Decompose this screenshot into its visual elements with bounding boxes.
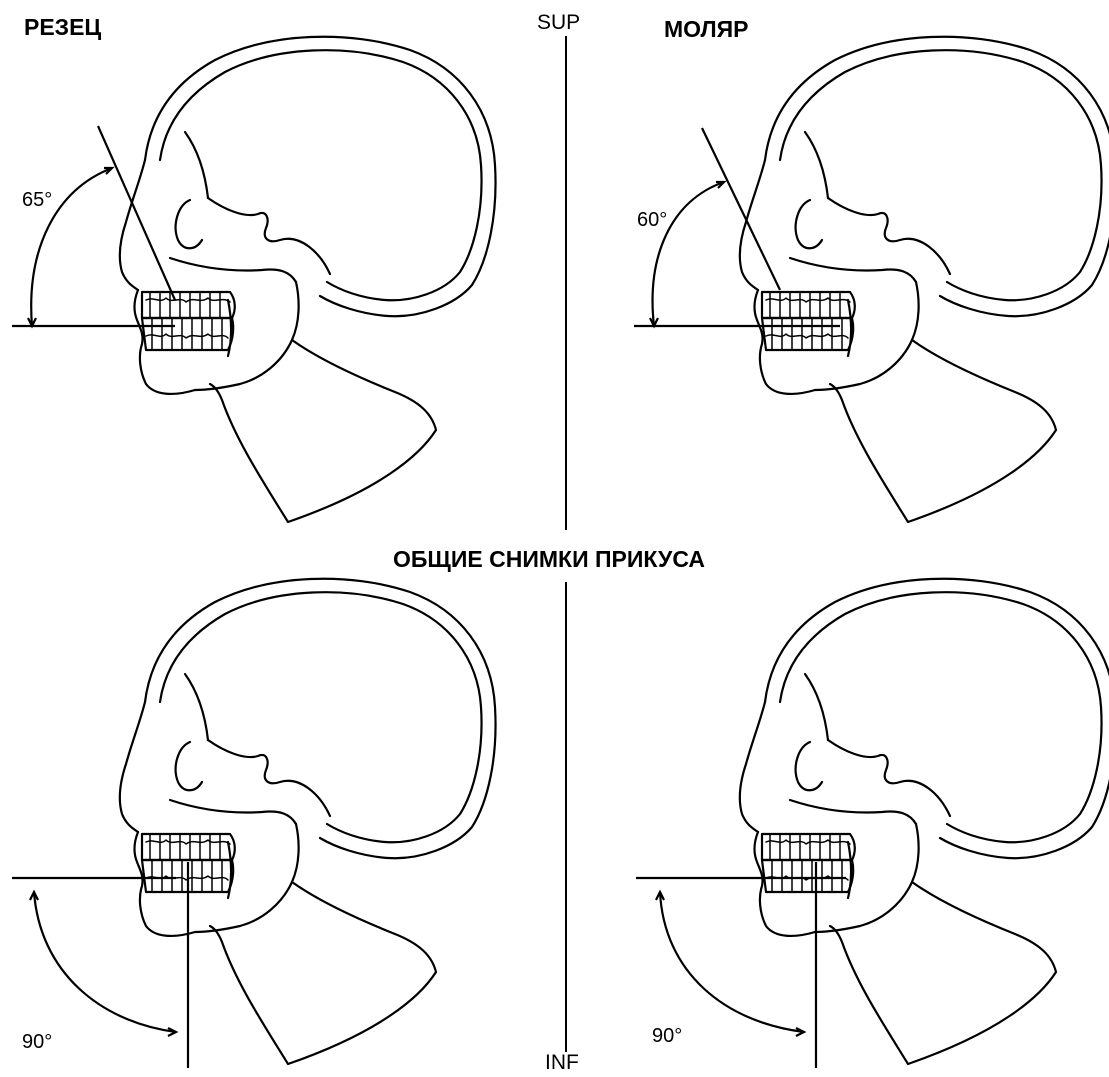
skull-illustration bbox=[0, 542, 554, 1077]
angle-label: 90° bbox=[652, 1026, 682, 1046]
panel-incisor-periapical: 65° bbox=[0, 0, 554, 535]
angle-label: 60° bbox=[637, 210, 667, 230]
skull-illustration bbox=[620, 542, 1109, 1077]
panel-molar-occlusal: 90° bbox=[620, 542, 1109, 1077]
skull-illustration bbox=[0, 0, 554, 535]
angle-label: 90° bbox=[22, 1032, 52, 1052]
skull-illustration bbox=[620, 0, 1109, 535]
panel-incisor-occlusal: 90° bbox=[0, 542, 554, 1077]
angle-label: 65° bbox=[22, 190, 52, 210]
panel-molar-periapical: 60° bbox=[620, 0, 1109, 535]
